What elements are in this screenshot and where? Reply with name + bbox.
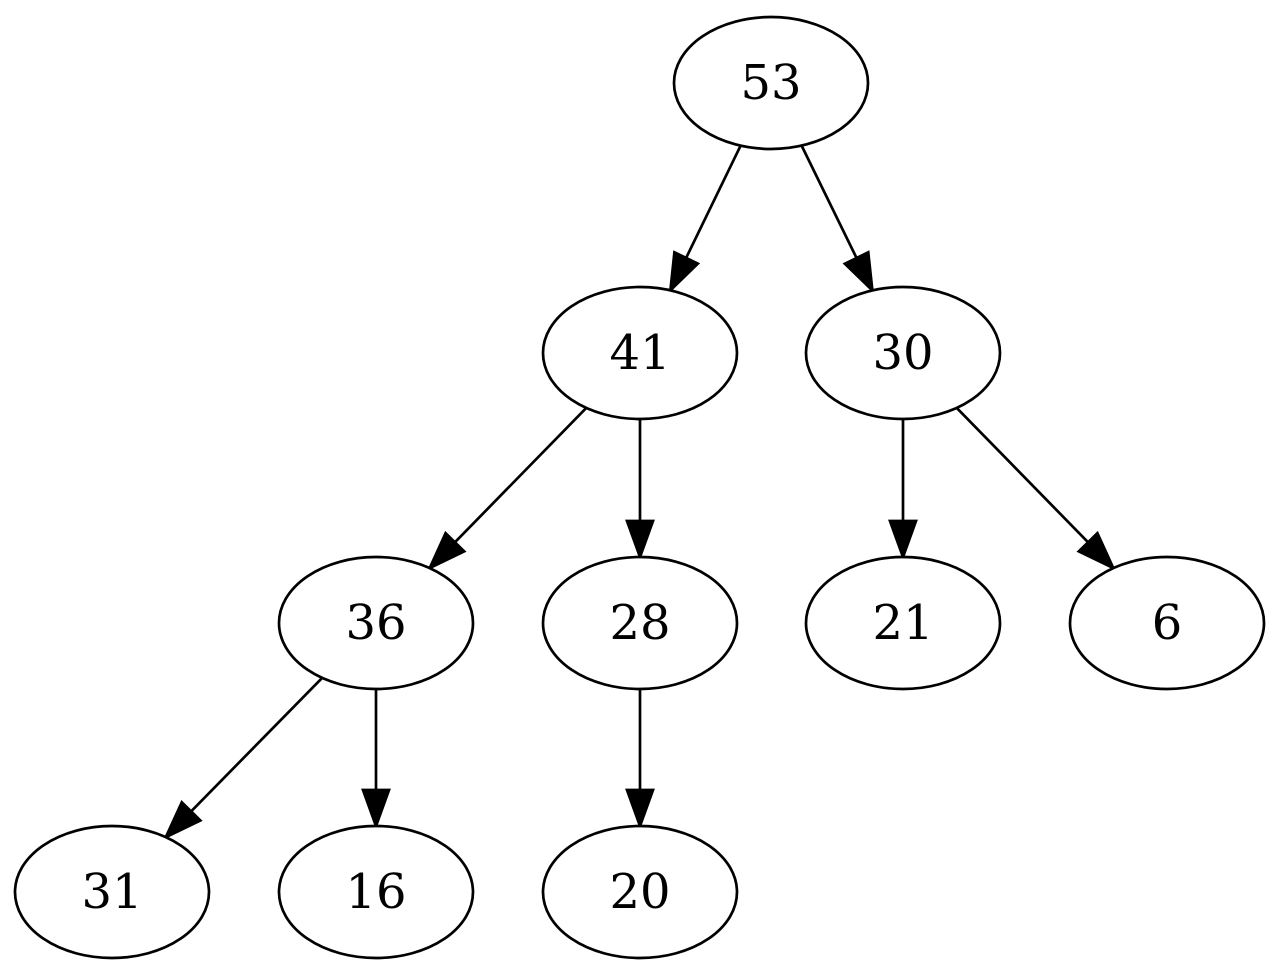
node-label: 21 (872, 595, 933, 651)
arrowhead (426, 530, 467, 571)
node-ellipse (672, 15, 870, 151)
node-21: 21 (804, 555, 1002, 691)
node-label: 31 (81, 864, 142, 920)
edge-41-to-28 (625, 419, 655, 561)
node-30: 30 (804, 285, 1002, 421)
arrowhead (163, 800, 203, 840)
edge-line (453, 407, 588, 544)
edge-line (190, 676, 324, 813)
node-label: 20 (609, 864, 670, 920)
node-16: 16 (277, 824, 475, 960)
node-ellipse (804, 555, 1002, 691)
node-53: 53 (672, 15, 870, 151)
edge-30-to-6 (955, 407, 1117, 571)
edge-41-to-36 (426, 407, 588, 571)
arrowhead (668, 250, 701, 294)
node-label: 41 (609, 325, 670, 381)
node-label: 6 (1152, 595, 1183, 651)
node-36: 36 (277, 555, 475, 691)
arrowhead (361, 788, 391, 830)
edge-28-to-20 (625, 689, 655, 830)
node-ellipse (804, 285, 1002, 421)
edges (163, 145, 1117, 840)
node-ellipse (277, 824, 475, 960)
node-label: 30 (872, 325, 933, 381)
node-label: 53 (740, 55, 801, 111)
edge-line (955, 407, 1090, 544)
arrowhead (625, 788, 655, 830)
node-28: 28 (541, 555, 739, 691)
edge-36-to-16 (361, 689, 391, 830)
edge-53-to-41 (668, 145, 742, 294)
node-label: 28 (609, 595, 670, 651)
node-label: 36 (345, 595, 406, 651)
nodes: 53 41 30 36 28 21 6 31 16 20 (13, 15, 1266, 960)
node-label: 16 (345, 864, 406, 920)
node-ellipse (541, 555, 739, 691)
node-ellipse (277, 555, 475, 691)
node-31: 31 (13, 824, 211, 960)
node-6: 6 (1068, 555, 1266, 691)
edge-30-to-21 (888, 419, 918, 561)
edge-53-to-30 (800, 145, 875, 294)
node-41: 41 (541, 285, 739, 421)
node-ellipse (1068, 555, 1266, 691)
node-ellipse (541, 824, 739, 960)
arrowhead (842, 250, 875, 294)
edge-36-to-31 (163, 676, 324, 840)
node-20: 20 (541, 824, 739, 960)
edge-line (684, 145, 742, 259)
edge-line (800, 145, 858, 259)
node-ellipse (13, 824, 211, 960)
arrowhead (888, 519, 918, 561)
arrowhead (1076, 530, 1117, 571)
arrowhead (625, 519, 655, 561)
node-ellipse (541, 285, 739, 421)
